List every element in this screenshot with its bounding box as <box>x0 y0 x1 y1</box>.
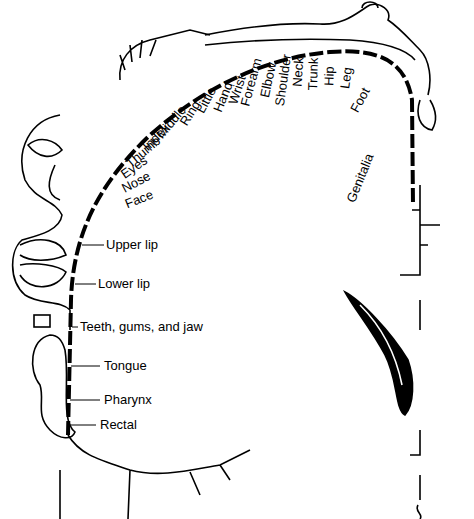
body-part-label: Pharynx <box>104 392 152 407</box>
ventricle-shape <box>345 292 413 415</box>
body-part-label: Rectal <box>100 417 137 432</box>
body-part-label: Upper lip <box>106 237 158 252</box>
eye <box>28 140 62 157</box>
body-part-label: Genitalia <box>343 151 376 204</box>
face-outline <box>13 115 70 330</box>
tongue <box>33 335 75 438</box>
body-part-label: Hip <box>321 66 337 86</box>
body-part-label: Lower lip <box>98 276 150 291</box>
nose <box>49 165 60 200</box>
body-part-label: Leg <box>337 66 355 90</box>
hand <box>120 30 210 80</box>
body-part-label: Teeth, gums, and jaw <box>80 319 203 334</box>
section-line <box>410 300 421 519</box>
teeth <box>34 315 50 327</box>
cortex-arc <box>68 51 413 435</box>
foot <box>418 100 436 130</box>
lips <box>20 240 66 287</box>
section-line <box>400 185 440 275</box>
body-part-label: Tongue <box>104 358 147 373</box>
ventricle-inner <box>360 305 402 385</box>
head <box>362 2 378 8</box>
leader-lines <box>69 245 104 425</box>
white-matter-lines <box>60 435 250 519</box>
body-part-label: Trunk <box>305 57 321 90</box>
